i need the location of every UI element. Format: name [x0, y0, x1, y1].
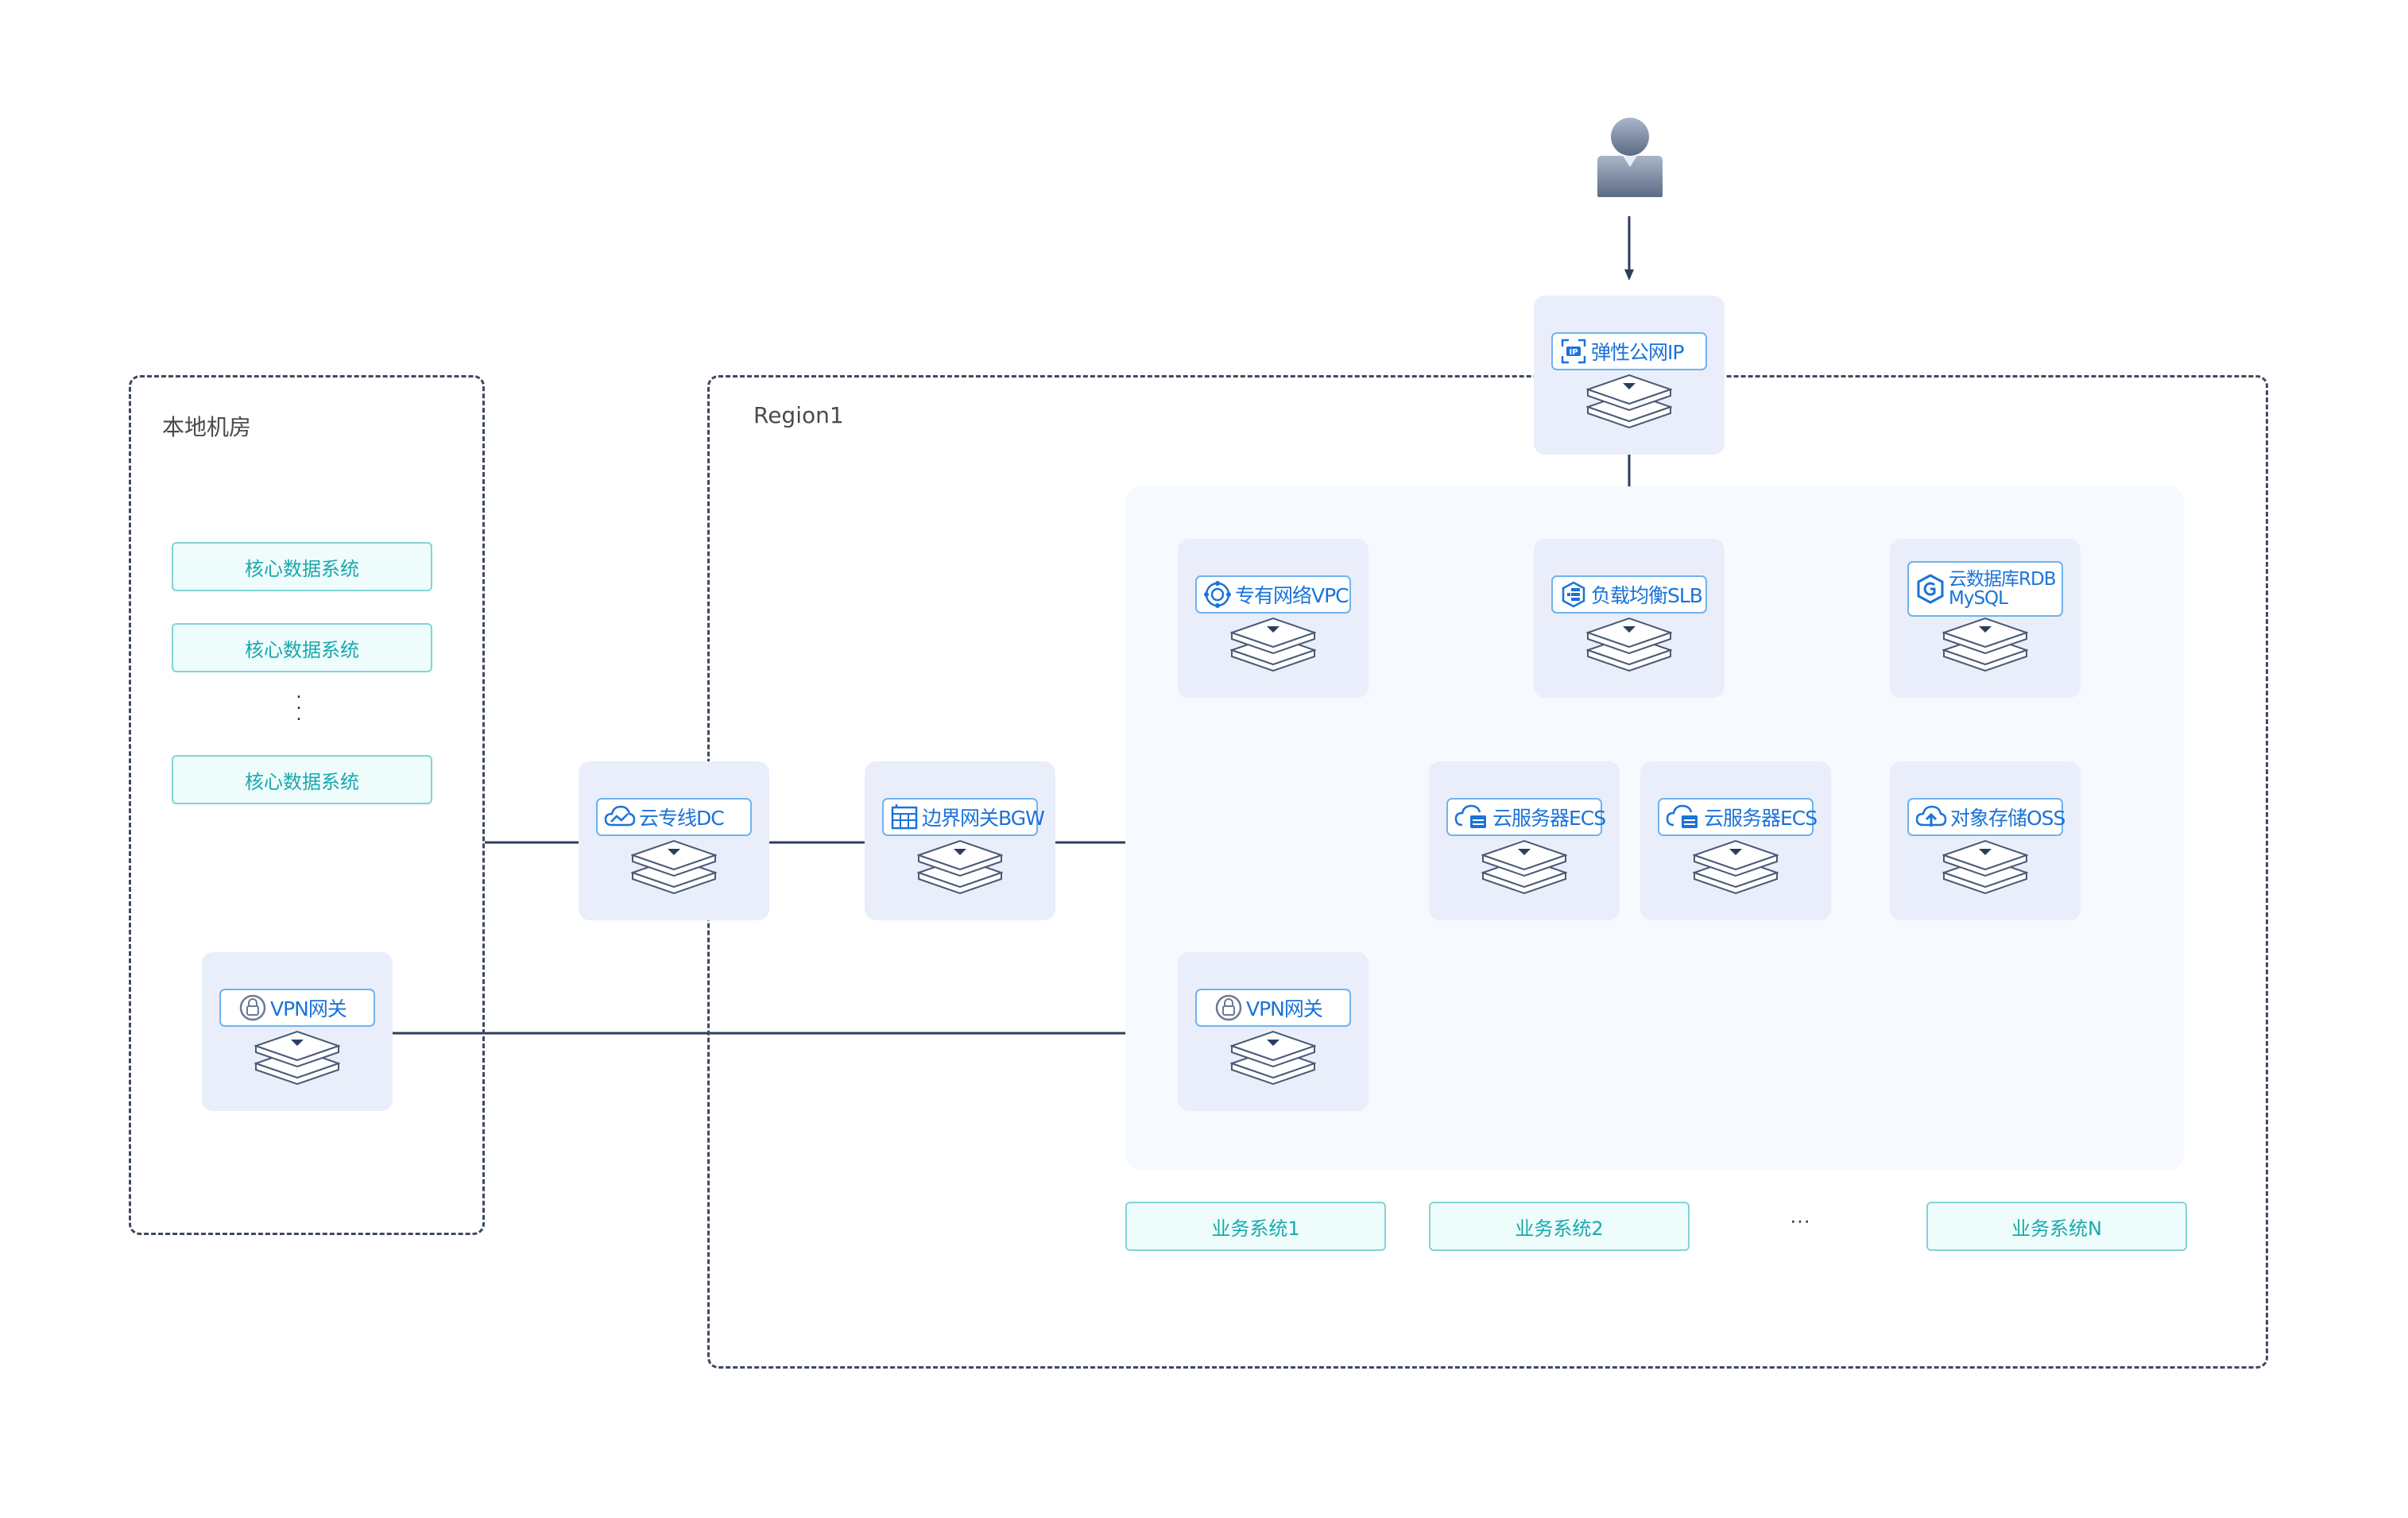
rdb-label: 云数据库RDB MySQL	[1949, 569, 2056, 609]
bgw-label: 边界网关BGW	[922, 807, 1045, 830]
eip-tag: IP 弹性公网IP	[1551, 332, 1707, 370]
vpn-gateway-local-node[interactable]: VPN网关	[202, 952, 393, 1111]
local-datacenter-label: 本地机房	[162, 414, 252, 440]
ecs-node-1[interactable]: 云服务器ECS	[1429, 761, 1620, 920]
vpc-icon	[1204, 581, 1231, 608]
business-system-ellipsis: ···	[1790, 1208, 1810, 1232]
business-system-n: 业务系统N	[1926, 1202, 2187, 1251]
server-stack-icon	[1482, 840, 1566, 894]
dc-icon	[604, 805, 636, 827]
server-stack-icon	[1231, 618, 1315, 672]
rdb-node[interactable]: 云数据库RDB MySQL	[1890, 539, 2081, 698]
rdb-tag: 云数据库RDB MySQL	[1907, 561, 2063, 617]
oss-label: 对象存储OSS	[1950, 807, 2065, 830]
core-data-system-1: 核心数据系统	[172, 542, 432, 591]
slb-icon	[1562, 581, 1585, 608]
eip-label: 弹性公网IP	[1591, 341, 1684, 364]
vpn-cloud-tag: VPN网关	[1195, 989, 1351, 1027]
dc-label: 云专线DC	[639, 807, 725, 830]
vpn-local-tag: VPN网关	[219, 989, 375, 1027]
server-stack-icon	[255, 1031, 339, 1085]
core-data-system-n: 核心数据系统	[172, 755, 432, 804]
user-icon	[1597, 118, 1663, 197]
server-stack-icon	[918, 840, 1002, 894]
more-systems-dots: . . .	[296, 679, 302, 725]
rdb-icon	[1917, 574, 1944, 604]
oss-node[interactable]: 对象存储OSS	[1890, 761, 2081, 920]
server-stack-icon	[1694, 840, 1778, 894]
bgw-icon	[891, 804, 918, 830]
slb-label: 负载均衡SLB	[1591, 584, 1703, 607]
vpn-gateway-cloud-node[interactable]: VPN网关	[1178, 952, 1369, 1111]
svg-text:IP: IP	[1569, 348, 1578, 357]
ecs-node-2[interactable]: 云服务器ECS	[1640, 761, 1831, 920]
slb-tag: 负载均衡SLB	[1551, 575, 1707, 614]
dc-node[interactable]: 云专线DC	[579, 761, 769, 920]
cloud-region-label: Region1	[753, 402, 844, 428]
server-stack-icon	[1231, 1031, 1315, 1085]
core-data-system-2: 核心数据系统	[172, 623, 432, 672]
ecs-icon	[1454, 804, 1486, 828]
ecs-icon	[1666, 804, 1698, 828]
server-stack-icon	[1587, 374, 1671, 428]
vpn-icon	[239, 994, 266, 1021]
ecs-label-1: 云服务器ECS	[1492, 807, 1606, 830]
vpc-node[interactable]: 专有网络VPC	[1178, 539, 1369, 698]
ecs-tag-2: 云服务器ECS	[1658, 798, 1818, 836]
server-stack-icon	[1943, 840, 2027, 894]
server-stack-icon	[1587, 618, 1671, 672]
bgw-node[interactable]: 边界网关BGW	[865, 761, 1055, 920]
eip-node[interactable]: IP 弹性公网IP	[1534, 296, 1725, 455]
vpn-icon	[1215, 994, 1242, 1021]
business-system-2: 业务系统2	[1429, 1202, 1690, 1251]
server-stack-icon	[632, 840, 716, 894]
ecs-tag-1: 云服务器ECS	[1446, 798, 1606, 836]
vpn-cloud-label: VPN网关	[1246, 997, 1323, 1020]
oss-tag: 对象存储OSS	[1907, 798, 2065, 836]
dc-tag: 云专线DC	[596, 798, 752, 836]
oss-icon	[1915, 805, 1947, 827]
vpc-label: 专有网络VPC	[1235, 584, 1349, 607]
business-system-1: 业务系统1	[1125, 1202, 1386, 1251]
local-datacenter-region	[129, 375, 485, 1235]
vpn-local-label: VPN网关	[270, 997, 347, 1020]
server-stack-icon	[1943, 618, 2027, 672]
rdb-label-line1: 云数据库RDB	[1949, 569, 2056, 590]
rdb-label-line2: MySQL	[1949, 588, 2008, 609]
eip-icon: IP	[1561, 339, 1586, 364]
slb-node[interactable]: 负载均衡SLB	[1534, 539, 1725, 698]
bgw-tag: 边界网关BGW	[882, 798, 1045, 836]
ecs-label-2: 云服务器ECS	[1704, 807, 1818, 830]
vpc-tag: 专有网络VPC	[1195, 575, 1351, 614]
